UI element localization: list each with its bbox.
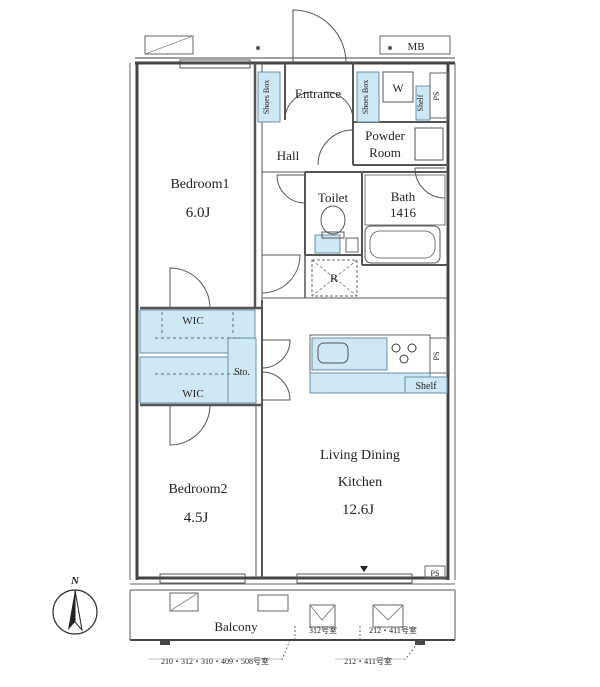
bedroom1-label: Bedroom1	[170, 177, 229, 192]
storage-label: Sto.	[234, 367, 250, 378]
powder-room-line1: Powder	[365, 128, 405, 143]
balcony-label: Balcony	[214, 619, 258, 634]
bath-size: 1416	[390, 205, 417, 220]
hall-label: Hall	[277, 148, 300, 163]
stove-burners	[391, 343, 417, 364]
shoes-box-right-label: Shoes Box	[361, 80, 370, 114]
powder-room-line2: Room	[369, 145, 401, 160]
fixture-labels: MB Shoes Box Shoes Box W Shelf PS PS PS …	[262, 41, 441, 578]
ps-kitchen-label: PS	[432, 352, 441, 361]
north-compass: N	[52, 575, 98, 635]
shelf-kitchen-label: Shelf	[415, 381, 437, 392]
wic-lower-label: WIC	[182, 388, 203, 400]
balcony-area	[129, 589, 456, 661]
ldk-label-line2: Kitchen	[338, 475, 382, 490]
refrigerator-label: R	[330, 271, 338, 285]
compass-north-label: N	[70, 575, 80, 587]
windows	[159, 59, 413, 584]
fixtures	[311, 71, 449, 579]
ps-balcony-label: PS	[431, 569, 440, 578]
bath-label: Bath	[391, 189, 416, 204]
toilet-label: Toilet	[318, 190, 349, 205]
entrance-label: Entrance	[295, 86, 341, 101]
bedroom1-size: 6.0J	[186, 205, 211, 221]
note-unit-212-411-upper: 212・411号室	[369, 625, 417, 635]
room-labels: Bedroom1 6.0J Bedroom2 4.5J Living Dinin…	[168, 86, 416, 634]
mb-label: MB	[407, 41, 424, 53]
shelf-top-label: Shelf	[416, 94, 425, 111]
bedroom2-label: Bedroom2	[168, 482, 227, 497]
doors	[169, 9, 446, 446]
built-ins	[139, 71, 448, 404]
wic-upper-label: WIC	[182, 315, 203, 327]
shoes-box-left-label: Shoes Box	[262, 80, 271, 114]
note-units-right: 212・411号室	[344, 656, 392, 666]
ldk-size: 12.6J	[342, 502, 374, 518]
ldk-label-line1: Living Dining	[320, 448, 400, 463]
closet-rails	[155, 312, 240, 375]
washer-label: W	[392, 81, 404, 95]
note-units-left: 210・312・310・409・508号室	[161, 656, 269, 666]
unit-notes: 312号室 212・411号室 210・312・310・409・508号室 21…	[148, 625, 417, 666]
bedroom2-size: 4.5J	[184, 510, 209, 526]
note-unit-312: 312号室	[309, 625, 337, 635]
ps-top-label: PS	[432, 92, 441, 101]
